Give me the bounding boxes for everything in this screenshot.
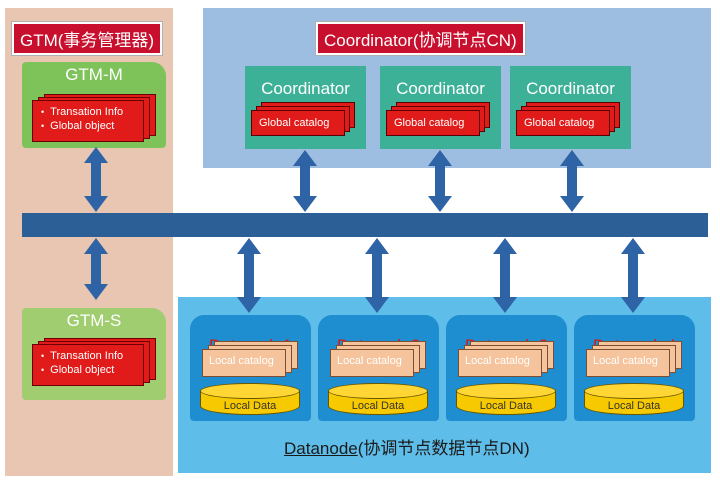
double-arrow-icon — [493, 238, 517, 313]
double-arrow-icon — [84, 147, 108, 212]
coordinator-node-label: Coordinator — [526, 79, 615, 98]
double-arrow-icon — [560, 150, 584, 212]
disk-icon — [200, 383, 300, 399]
global-catalog-card: Global catalog — [386, 110, 480, 136]
datanode-title-prefix: Datanode — [284, 439, 358, 458]
gtm-master-item-2: Global object — [50, 120, 115, 132]
datanode-title: Datanode(协调节点数据节点DN) — [284, 434, 530, 459]
disk-icon — [328, 383, 428, 399]
local-data-label: Local Data — [607, 400, 661, 412]
double-arrow-icon — [84, 238, 108, 300]
double-arrow-icon — [365, 238, 389, 313]
double-arrow-icon — [293, 150, 317, 212]
local-data-label: Local Data — [223, 400, 277, 412]
disk-icon — [456, 383, 556, 399]
global-catalog-card: Global catalog — [251, 110, 345, 136]
gtm-master-item-1: Transation Info — [50, 106, 124, 118]
local-catalog-card: Local catalog — [458, 349, 542, 377]
coordinator-node-2: Coordinator Global catalog — [380, 66, 501, 149]
coordinator-node-label: Coordinator — [396, 79, 485, 98]
gtm-master-node: GTM-M •Transation Info •Global object — [22, 62, 166, 148]
interconnect-bus — [22, 213, 708, 237]
gtm-standby-label: GTM-S — [66, 311, 122, 330]
double-arrow-icon — [237, 238, 261, 313]
gtm-master-info-card: •Transation Info •Global object — [32, 100, 144, 142]
local-catalog-card: Local catalog — [330, 349, 414, 377]
local-catalog-card: Local catalog — [586, 349, 670, 377]
datanode-node-4: Datanode4 Local catalog Local Data — [574, 315, 695, 421]
datanode-node-1: Datanode1 Local catalog Local Data — [190, 315, 311, 421]
coordinator-node-3: Coordinator Global catalog — [510, 66, 631, 149]
datanode-node-3: Datanode3 Local catalog Local Data — [446, 315, 567, 421]
gtm-standby-item-2: Global object — [50, 364, 115, 376]
gtm-title: GTM(事务管理器) — [10, 21, 164, 56]
coordinator-node-1: Coordinator Global catalog — [245, 66, 366, 149]
double-arrow-icon — [428, 150, 452, 212]
local-data-label: Local Data — [479, 400, 533, 412]
coordinator-title: Coordinator(协调节点CN) — [315, 21, 526, 56]
disk-icon — [584, 383, 684, 399]
coordinator-node-label: Coordinator — [261, 79, 350, 98]
gtm-standby-node: GTM-S •Transation Info •Global object — [22, 308, 166, 400]
gtm-master-label: GTM-M — [65, 65, 123, 84]
local-catalog-card: Local catalog — [202, 349, 286, 377]
datanode-node-2: Datanode2 Local catalog Local Data — [318, 315, 439, 421]
datanode-title-suffix: (协调节点数据节点DN) — [357, 439, 530, 458]
local-data-label: Local Data — [351, 400, 405, 412]
double-arrow-icon — [621, 238, 645, 313]
global-catalog-card: Global catalog — [516, 110, 610, 136]
gtm-standby-info-card: •Transation Info •Global object — [32, 344, 144, 386]
gtm-standby-item-1: Transation Info — [50, 350, 124, 362]
